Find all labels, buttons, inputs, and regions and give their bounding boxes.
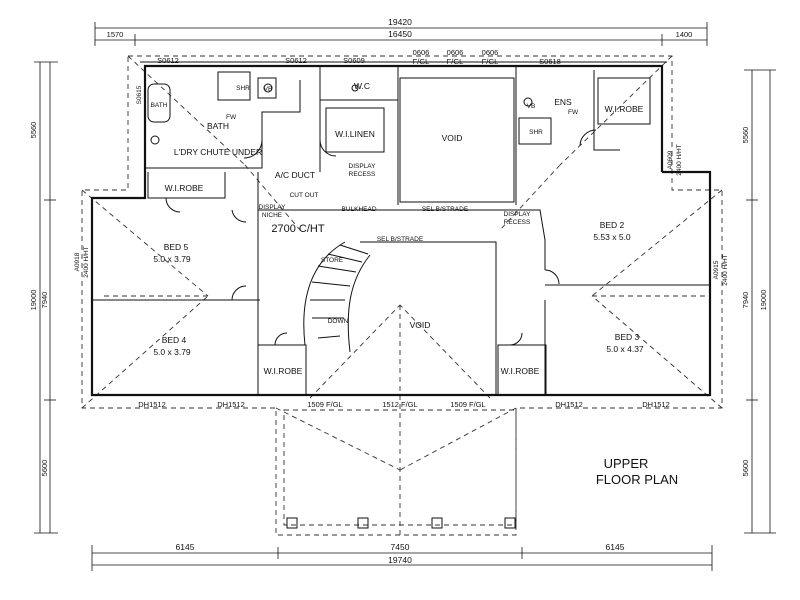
window-bottom-3: 1509 F/GL bbox=[307, 400, 342, 409]
void-middle: VOID bbox=[410, 320, 431, 330]
dim-bottom-left: 6145 bbox=[176, 542, 195, 552]
bed2-size: 5.53 x 5.0 bbox=[593, 232, 631, 242]
dim-right-middle: 7940 bbox=[741, 292, 750, 309]
bed3-robe: W.I.ROBE bbox=[501, 366, 540, 376]
dim-right-bottom: 5600 bbox=[741, 460, 750, 477]
balustrade-1: SEL B/STRADE bbox=[422, 206, 469, 213]
window-right-ens-height: 2400 H/HT bbox=[676, 144, 683, 175]
room-wc: W.C bbox=[354, 81, 370, 91]
window-top-2: S0612 bbox=[285, 56, 307, 65]
ceiling-height: 2700 C/HT bbox=[271, 223, 324, 235]
window-top-6a: 0606 bbox=[482, 48, 499, 57]
window-bottom-2: DH1512 bbox=[217, 400, 245, 409]
stair bbox=[303, 241, 371, 353]
dim-left-middle: 7940 bbox=[40, 292, 49, 309]
window-bottom-1: DH1512 bbox=[138, 400, 166, 409]
dim-bottom-total: 19740 bbox=[388, 555, 412, 565]
window-right-ens: A0609 bbox=[667, 150, 674, 169]
window-left-bed: A0918 bbox=[74, 252, 81, 271]
room-ensuite: ENS bbox=[554, 97, 572, 107]
room-bed5: BED 5 bbox=[164, 242, 189, 252]
bath-tub-label: BATH bbox=[151, 102, 168, 109]
ensuite-vb: VB bbox=[527, 103, 536, 110]
dim-left-top: 5560 bbox=[29, 122, 38, 139]
lower-deck bbox=[283, 409, 517, 529]
room-bed2: BED 2 bbox=[600, 220, 625, 230]
display-recess-1a: DISPLAY bbox=[349, 163, 377, 170]
door-swings bbox=[165, 129, 597, 346]
window-labels: S0612 S0612 S0609 0606 F/GL 0606 F/GL 06… bbox=[74, 48, 729, 409]
dim-left-total: 19000 bbox=[29, 290, 38, 311]
room-bath: BATH bbox=[207, 121, 229, 131]
room-bed4: BED 4 bbox=[162, 335, 187, 345]
bath-fittings bbox=[147, 83, 533, 145]
bath-fw-label: FW bbox=[226, 114, 237, 121]
dim-top-left: 1570 bbox=[107, 30, 124, 39]
window-top-5a: 0606 bbox=[447, 48, 464, 57]
window-top-1: S0612 bbox=[157, 56, 179, 65]
window-right-bed: A0915 bbox=[713, 260, 720, 279]
window-right-bed-height: 2400 H/HT bbox=[722, 254, 729, 285]
roof-outline bbox=[81, 55, 723, 536]
ensuite-robe: W.I.ROBE bbox=[605, 104, 644, 114]
window-top-6b: F/GL bbox=[482, 57, 499, 66]
balustrade-2: SEL B/STRADE bbox=[377, 236, 424, 243]
dim-left-bottom: 5600 bbox=[40, 460, 49, 477]
display-niche-b: NICHE bbox=[262, 212, 283, 219]
laundry-chute: L'DRY CHUTE UNDER bbox=[174, 147, 262, 157]
dim-right-top: 5560 bbox=[741, 127, 750, 144]
window-top-3: S0609 bbox=[343, 56, 365, 65]
room-linen: W.I.LINEN bbox=[335, 129, 375, 139]
bed4-robe: W.I.ROBE bbox=[264, 366, 303, 376]
stair-down: DOWN bbox=[328, 318, 349, 325]
room-labels: BATH BATH SHR VB FW L'DRY CHUTE UNDER W.… bbox=[151, 81, 644, 376]
dim-bottom-middle: 7450 bbox=[391, 542, 410, 552]
external-walls bbox=[90, 61, 712, 397]
bath-vb-label: VB bbox=[264, 86, 273, 93]
cut-out: CUT OUT bbox=[290, 192, 319, 199]
window-top-4b: F/GL bbox=[413, 57, 430, 66]
ac-duct: A/C DUCT bbox=[275, 170, 315, 180]
dim-top-right: 1400 bbox=[676, 30, 693, 39]
display-recess-1b: RECESS bbox=[349, 171, 376, 178]
dim-bottom-right: 6145 bbox=[606, 542, 625, 552]
plan-title-line1: UPPER bbox=[604, 456, 649, 471]
dim-right-total: 19000 bbox=[759, 290, 768, 311]
display-recess-2a: DISPLAY bbox=[504, 211, 532, 218]
internal-walls bbox=[92, 66, 710, 396]
ensuite-fw: FW bbox=[568, 109, 579, 116]
window-bottom-6: DH1512 bbox=[555, 400, 583, 409]
window-bottom-7: DH1512 bbox=[642, 400, 670, 409]
window-left-bath: S0615 bbox=[136, 85, 143, 104]
room-bed3: BED 3 bbox=[615, 332, 640, 342]
ensuite-shower: SHR bbox=[529, 129, 543, 136]
void-top: VOID bbox=[442, 133, 463, 143]
bed5-size: 5.0 x 3.79 bbox=[153, 254, 191, 264]
stair-store: STORE bbox=[321, 257, 344, 264]
display-recess-2b: RECESS bbox=[504, 219, 531, 226]
window-left-bed-height: 2400 H/HT bbox=[83, 246, 90, 277]
window-bottom-5: 1509 F/GL bbox=[450, 400, 485, 409]
bath-shower-label: SHR bbox=[236, 85, 250, 92]
dim-top-middle: 16450 bbox=[388, 29, 412, 39]
window-top-5b: F/GL bbox=[447, 57, 464, 66]
plan-title-line2: FLOOR PLAN bbox=[596, 472, 678, 487]
display-niche-a: DISPLAY bbox=[259, 204, 287, 211]
window-bottom-4: 1512 F/GL bbox=[382, 400, 417, 409]
bed3-size: 5.0 x 4.37 bbox=[606, 344, 644, 354]
bulkhead: BULKHEAD bbox=[341, 206, 376, 213]
dim-top-total: 19420 bbox=[388, 17, 412, 27]
bed5-robe: W.I.ROBE bbox=[165, 183, 204, 193]
bed4-size: 5.0 x 3.79 bbox=[153, 347, 191, 357]
dimension-labels: 19420 1570 16450 1400 6145 7450 6145 197… bbox=[29, 17, 768, 565]
window-top-4a: 0606 bbox=[413, 48, 430, 57]
plan-title: UPPER FLOOR PLAN bbox=[596, 456, 678, 487]
window-top-7: S0618 bbox=[539, 57, 561, 66]
dimension-lines bbox=[34, 22, 776, 571]
